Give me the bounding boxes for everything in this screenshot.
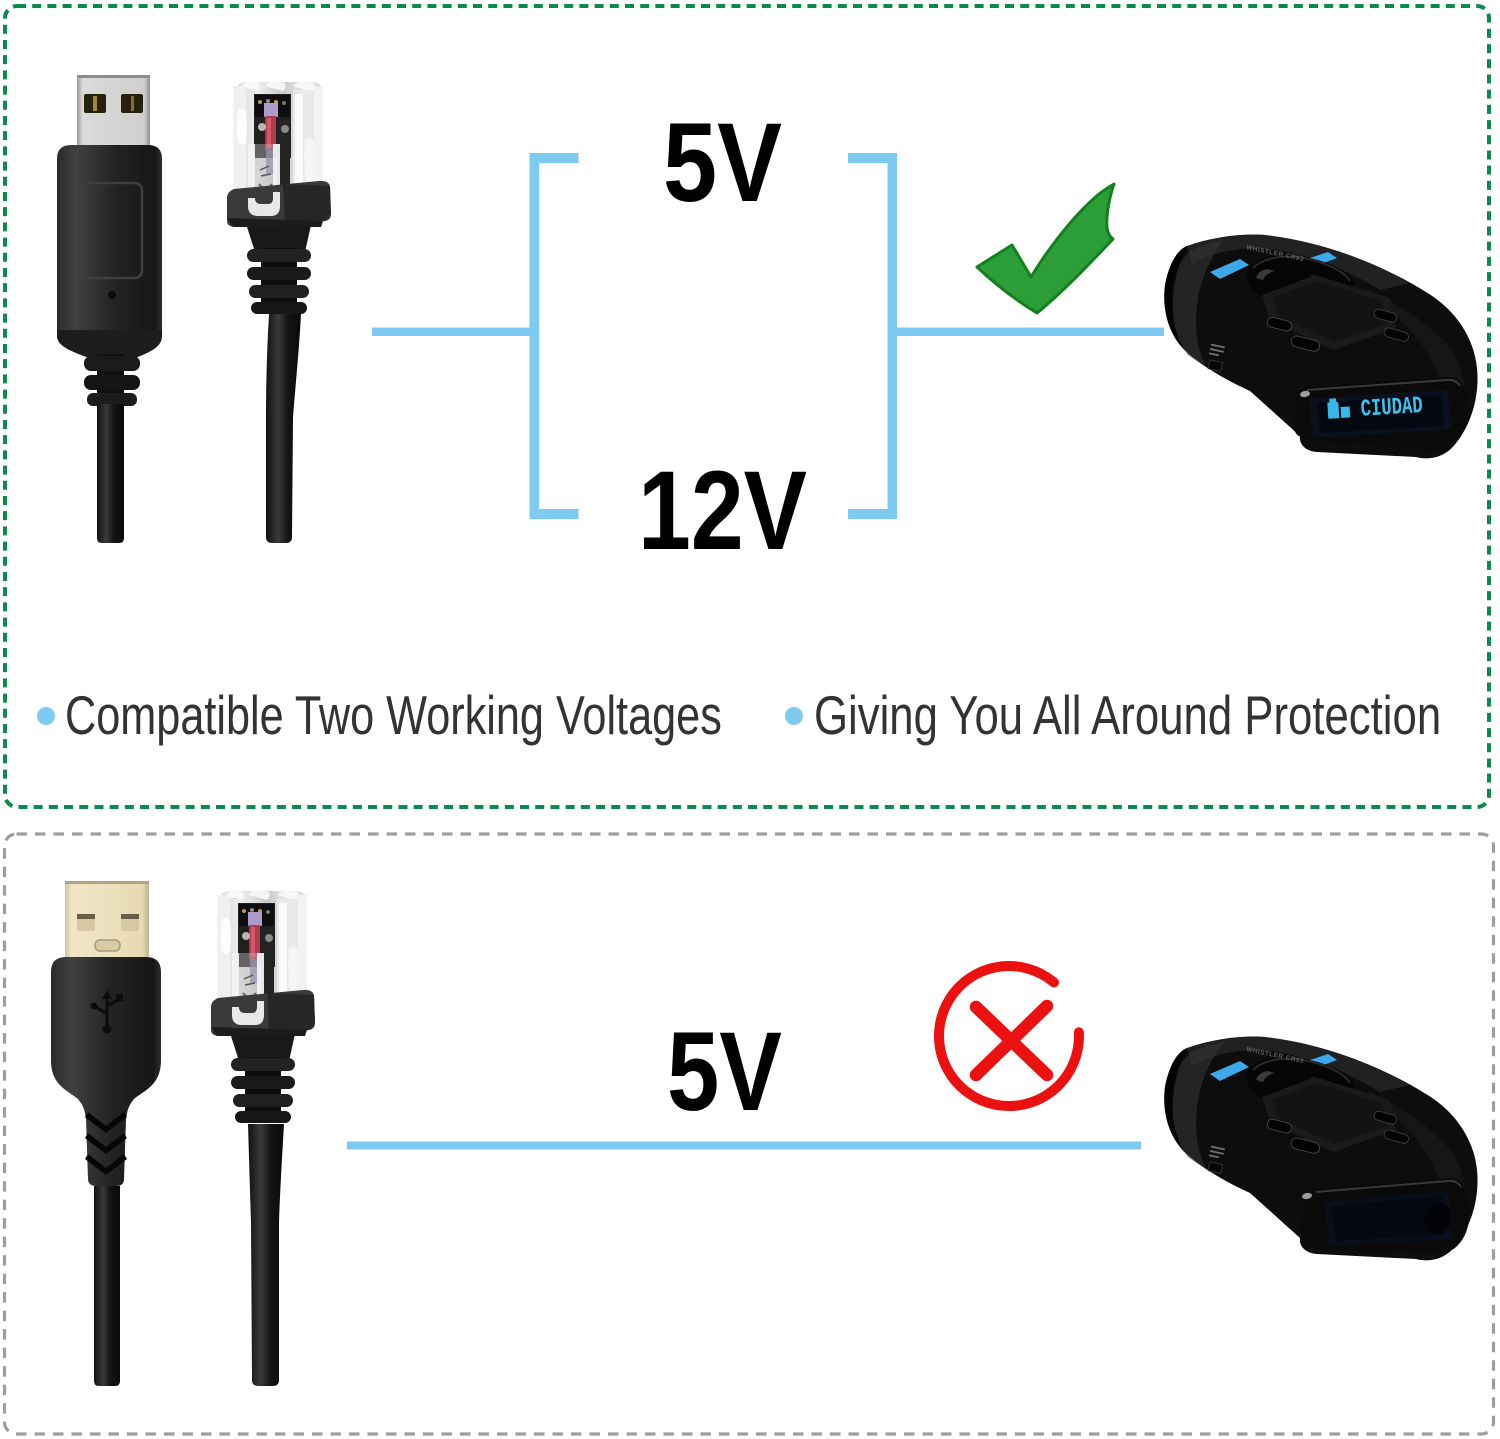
svg-text:CIUDAD: CIUDAD [1360,393,1424,424]
